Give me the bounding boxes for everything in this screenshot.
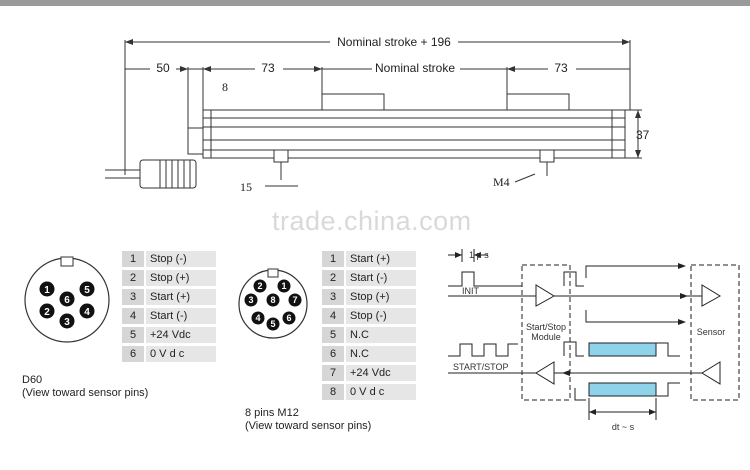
top-bar — [0, 0, 750, 6]
svg-text:6: 6 — [286, 313, 291, 323]
m12-caption-title: 8 pins M12 — [245, 407, 299, 419]
pin-number: 6 — [122, 346, 144, 362]
svg-text:5: 5 — [270, 319, 275, 329]
timing-pulse-fills — [588, 342, 680, 397]
d60-caption-sub: (View toward sensor pins) — [22, 387, 149, 399]
overall-dimension-label: Nominal stroke + 196 — [337, 35, 451, 49]
m12-connector-face: 2 1 3 8 7 4 5 6 — [238, 268, 308, 339]
svg-text:2: 2 — [257, 281, 262, 291]
pin-signal: Stop (+) — [146, 270, 216, 286]
m12-caption-sub: (View toward sensor pins) — [245, 420, 372, 432]
svg-text:4: 4 — [84, 307, 90, 318]
svg-text:3: 3 — [248, 295, 253, 305]
pin-signal: Start (+) — [146, 289, 216, 305]
pin-signal: 0 V d c — [146, 346, 216, 362]
pin-number: 6 — [322, 346, 344, 362]
timing-diagram — [448, 249, 740, 420]
module-label-line2: Module — [531, 332, 561, 342]
mid-right-dimension-label: 73 — [554, 61, 568, 75]
pin-signal: Stop (+) — [346, 289, 416, 305]
pin-signal: N.C — [346, 346, 416, 362]
d60-caption-title: D60 — [22, 374, 43, 386]
pin-signal: 0 V d c — [346, 384, 416, 400]
mid-left-dim-label-bg — [255, 61, 283, 75]
pin-signal: Stop (-) — [346, 308, 416, 324]
mid-right-dim-label-bg — [548, 61, 576, 75]
pin-signal: N.C — [346, 327, 416, 343]
svg-text:2: 2 — [44, 307, 50, 318]
overall-dim-label-bg — [330, 34, 458, 48]
left-small-dimension-label: 8 — [222, 80, 228, 94]
pin-signal: +24 Vdc — [146, 327, 216, 343]
pin-number: 2 — [122, 270, 144, 286]
stroke-dimension-label: Nominal stroke — [375, 61, 455, 75]
left-dimension-label: 50 — [156, 61, 170, 75]
module-label-line1: Start/Stop — [526, 322, 566, 332]
sensor-label: Sensor — [697, 327, 726, 337]
mid-left-dimension-label: 73 — [261, 61, 275, 75]
dt-label: dt ~ s — [612, 422, 635, 432]
svg-text:1: 1 — [281, 281, 286, 291]
svg-text:3: 3 — [64, 317, 70, 328]
pin-number: 5 — [122, 327, 144, 343]
pin-number: 8 — [322, 384, 344, 400]
pin-signal: Start (+) — [346, 251, 416, 267]
stroke-label-bg — [372, 61, 460, 75]
watermark: trade.china.com — [272, 206, 472, 236]
thread-label: M4 — [493, 175, 510, 189]
pin-number: 3 — [322, 289, 344, 305]
pin-number: 5 — [322, 327, 344, 343]
m12-caption: 8 pins M12 (View toward sensor pins) — [245, 407, 371, 433]
pin-number: 4 — [122, 308, 144, 324]
pin-number: 1 — [322, 251, 344, 267]
svg-text:8: 8 — [270, 295, 275, 305]
d60-caption: D60 (View toward sensor pins) — [22, 374, 148, 400]
foot-dimension-label: 15 — [240, 180, 252, 194]
pin-signal: Stop (-) — [146, 251, 216, 267]
sensor-body-drawing — [105, 40, 642, 189]
timing-arrowheads — [455, 252, 688, 415]
table-row: 5+24 Vdc — [122, 327, 216, 343]
pin-number: 4 — [322, 308, 344, 324]
pin-number: 3 — [122, 289, 144, 305]
svg-text:4: 4 — [255, 313, 260, 323]
pin-signal: Start (-) — [146, 308, 216, 324]
pin-number: 7 — [322, 365, 344, 381]
left-dim-label-bg — [150, 61, 176, 75]
d60-connector-face: 1 5 6 2 4 3 — [24, 256, 110, 343]
pulse-width-label: 1 μ s — [469, 250, 489, 260]
pin-number: 1 — [122, 251, 144, 267]
svg-text:5: 5 — [84, 285, 90, 296]
pin-signal: Start (-) — [346, 270, 416, 286]
svg-text:6: 6 — [64, 295, 70, 306]
svg-text:7: 7 — [292, 295, 297, 305]
start-stop-label: START/STOP — [453, 362, 509, 372]
table-row: 7+24 Vdc — [322, 365, 416, 381]
height-dimension-label: 37 — [636, 128, 650, 142]
dimension-arrows — [125, 39, 641, 158]
svg-text:1: 1 — [44, 285, 50, 296]
pin-number: 2 — [322, 270, 344, 286]
pin-signal: +24 Vdc — [346, 365, 416, 381]
init-label: INIT — [462, 286, 480, 296]
